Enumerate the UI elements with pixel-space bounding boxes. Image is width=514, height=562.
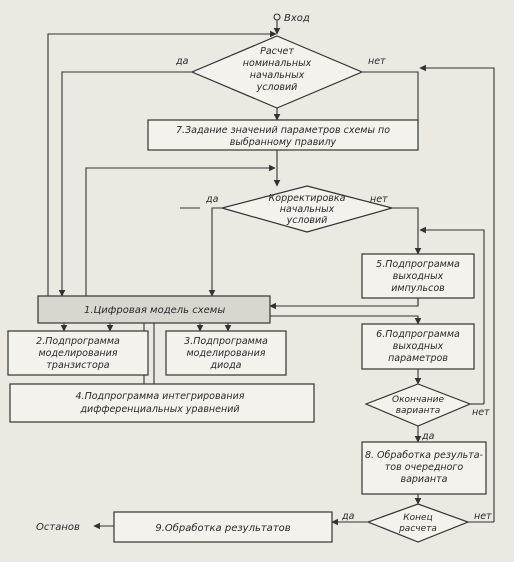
box-params-line-2: выходных (393, 341, 444, 352)
box-params-line-1: 6.Подпрограмма (376, 329, 460, 340)
decision-calc-line-2: расчета (398, 524, 437, 534)
yes-label-nominal: да (175, 56, 189, 67)
box-variant-results-line-1: 8. Обработка результа- (365, 450, 484, 461)
no-label-nominal: нет (368, 56, 386, 67)
decision-nominal-line-3: начальных (250, 70, 305, 81)
box-pulses-line-2: выходных (393, 271, 444, 282)
stop-label: Останов (36, 522, 80, 533)
box-transistor-line-1: 2.Подпрограмма (36, 336, 120, 347)
decision-correct-line-3: условий (286, 215, 328, 226)
box-variant-results: 8. Обработка результа- тов очередного ва… (361, 441, 487, 495)
box-transistor-model: 2.Подпрограмма моделирования транзистора (7, 330, 149, 376)
decision-calc-line-1: Конец (403, 513, 432, 523)
yes-label-calc: да (341, 511, 355, 522)
box-assign-parameters: 7.Задание значений параметров схемы по в… (147, 119, 419, 151)
box-diode-line-2: моделирования (186, 348, 265, 359)
box-output-parameters: 6.Подпрограмма выходных параметров (361, 323, 475, 370)
box-params-line-3: параметров (388, 353, 448, 364)
decision-variant-end: Окончание варианта (364, 383, 472, 427)
decision-correct-conditions: Корректировка начальных условий (219, 185, 395, 233)
no-label-correct: нет (370, 194, 388, 205)
decision-nominal-conditions: Расчет номинальных начальных условий (190, 35, 364, 109)
decision-variant-line-2: варианта (396, 406, 441, 416)
entry-label: Вход (284, 13, 310, 24)
yes-label-variant: да (421, 431, 435, 442)
box-diode-line-3: диода (210, 360, 242, 371)
decision-nominal-line-2: номинальных (243, 58, 312, 69)
decision-variant-line-1: Окончание (392, 395, 444, 405)
box-assign-line-1: 7.Задание значений параметров схемы по (176, 125, 390, 136)
decision-calc-end: Конец расчета (366, 503, 470, 543)
box-pulses-line-1: 5.Подпрограмма (376, 259, 460, 270)
box-results-processing: 9.Обработка результатов (113, 511, 333, 543)
box-variant-results-line-3: варианта (400, 474, 447, 485)
box-transistor-line-2: моделирования (38, 348, 117, 359)
box-assign-line-2: выбранному правилу (230, 137, 337, 148)
box-integration-line-1: 4.Подпрограмма интегрирования (76, 391, 245, 402)
no-label-variant: нет (472, 407, 490, 418)
box-integration-line-2: дифференциальных уравнений (79, 404, 239, 415)
decision-nominal-line-1: Расчет (260, 46, 294, 57)
box-digital-model: 1.Цифровая модель схемы (37, 295, 271, 324)
box-results-label: 9.Обработка результатов (155, 522, 290, 534)
box-pulses-line-3: импульсов (391, 283, 445, 294)
no-label-calc: нет (474, 511, 492, 522)
box-diode-line-1: 3.Подпрограмма (184, 336, 268, 347)
yes-label-correct: да (205, 194, 219, 205)
box-variant-results-line-2: тов очередного (385, 462, 464, 473)
box-model-label: 1.Цифровая модель схемы (84, 305, 225, 316)
box-output-pulses: 5.Подпрограмма выходных импульсов (361, 253, 475, 299)
decision-nominal-line-4: условий (256, 82, 298, 93)
decision-correct-line-1: Корректировка (269, 193, 346, 204)
box-integration: 4.Подпрограмма интегрирования дифференци… (9, 383, 315, 423)
decision-correct-line-2: начальных (280, 204, 335, 215)
box-transistor-line-3: транзистора (46, 360, 109, 371)
connectors (47, 13, 495, 530)
box-diode-model: 3.Подпрограмма моделирования диода (165, 330, 287, 376)
